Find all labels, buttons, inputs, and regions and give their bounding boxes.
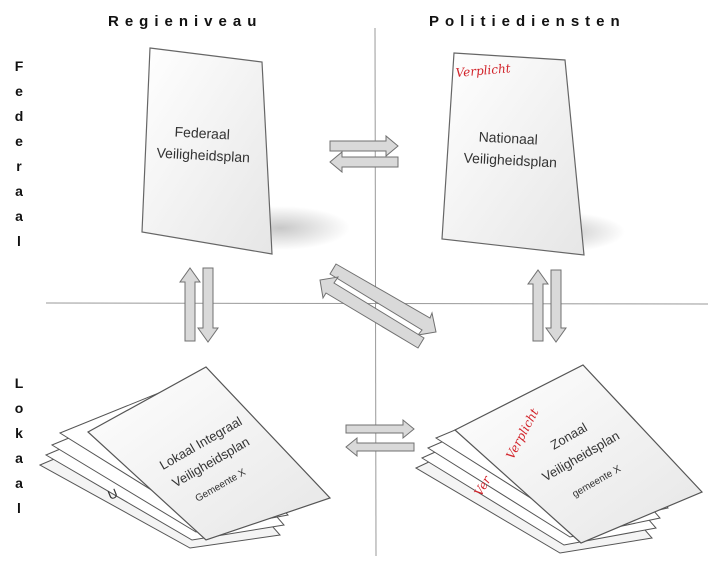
row-label-letter: k [15, 425, 23, 441]
row-label-letter: r [16, 158, 22, 174]
zonal-plan-document-stack: Ver Verplicht Zonaal Veiligheidsplan gem… [414, 364, 704, 554]
row-label-letter: l [17, 233, 21, 249]
arrow-diagonal-down-right [329, 263, 437, 336]
row-label-letter: l [17, 500, 21, 516]
row-label-letter: F [14, 58, 24, 74]
federal-plan-line1: Federaal [174, 124, 230, 143]
row-label-letter: e [15, 83, 23, 99]
arrow-bottom-right [345, 418, 415, 440]
row-label-letter: o [14, 400, 24, 416]
column-header-regieniveau: Regieniveau [108, 13, 263, 30]
horizontal-divider [45, 302, 708, 305]
arrow-top-left [329, 150, 399, 174]
national-plan-document: Verplicht Nationaal Veiligheidsplan [441, 52, 625, 256]
national-plan-line1: Nationaal [478, 128, 538, 147]
arrow-right-down [545, 269, 567, 343]
column-header-politiediensten: Politiediensten [429, 13, 626, 30]
national-plan-stamp: Verplicht [455, 61, 511, 80]
federal-plan-line2: Veiligheidsplan [156, 145, 250, 166]
row-label-letter: a [15, 450, 23, 466]
federal-plan-document: Federaal Veiligheidsplan [141, 47, 350, 255]
arrow-bottom-left [345, 436, 415, 458]
row-label-letter: L [14, 375, 24, 391]
local-plan-document-stack: U Lokaal Integraal Veiligheidsplan Gemee… [38, 366, 332, 549]
arrow-left-up [179, 267, 201, 342]
row-label-letter: e [15, 133, 23, 149]
row-label-letter: a [15, 183, 23, 199]
row-label-letter: a [15, 475, 23, 491]
arrow-top-right [329, 134, 399, 158]
arrow-left-down [197, 267, 219, 343]
row-label-letter: a [15, 208, 23, 224]
arrow-diagonal-up-left [319, 276, 425, 349]
row-label-letter: d [14, 108, 24, 124]
national-plan-line2: Veiligheidsplan [463, 150, 557, 171]
arrow-right-up [527, 269, 549, 342]
